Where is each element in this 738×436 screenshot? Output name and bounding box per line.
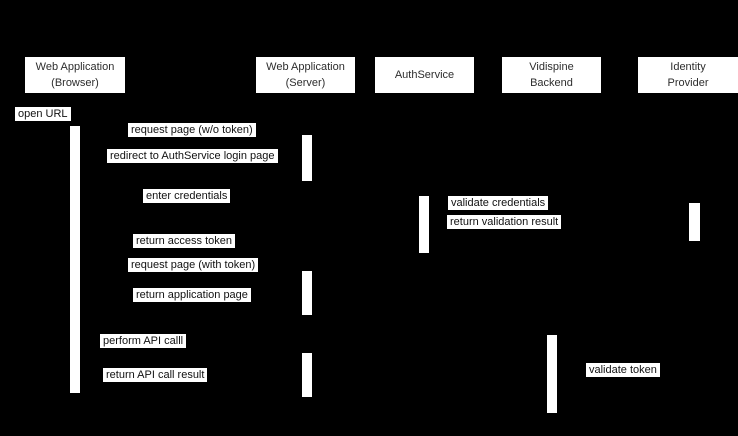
message-return-validation-result: return validation result [447,215,562,229]
participant-label: (Browser) [51,77,99,89]
participant-label: Backend [530,77,573,89]
participant-label: Vidispine [529,61,574,73]
message-request-page-with-token: request page (with token) [128,258,259,272]
message-open-url: open URL [15,107,71,121]
participant-label: Identity [670,61,706,73]
participant-authservice: AuthService [375,57,474,93]
message-perform-api-calll: perform API calll [100,334,187,348]
activation-bar-web-application-server [302,271,312,315]
message-validate-credentials: validate credentials [448,196,549,210]
participant-label: (Server) [285,77,326,89]
participant-label: Web Application [266,61,345,73]
message-enter-credentials: enter credentials [143,189,231,203]
participant-label: Web Application [35,61,115,73]
participant-web-application-browser: Web Application (Browser) [25,57,125,93]
message-request-page-w-o-token: request page (w/o token) [128,123,256,137]
participant-web-application-server: Web Application (Server) [256,57,355,93]
activation-bar-web-application-server [302,353,312,397]
participant-label: AuthService [394,69,455,81]
message-return-api-call-result: return API call result [103,368,208,382]
participant-label: Provider [667,77,709,89]
activation-bar-web-application-server [302,135,312,181]
activation-bar-authservice [419,196,429,253]
message-redirect-to-authservice-login-page: redirect to AuthService login page [107,149,278,163]
activation-bar-vidispine-backend [547,335,557,413]
activation-bar-web-application-browser [70,126,80,393]
message-return-application-page: return application page [133,288,251,302]
activation-bar-identity-provider [689,203,700,241]
message-return-access-token: return access token [133,234,235,248]
message-validate-token: validate token [586,363,660,377]
